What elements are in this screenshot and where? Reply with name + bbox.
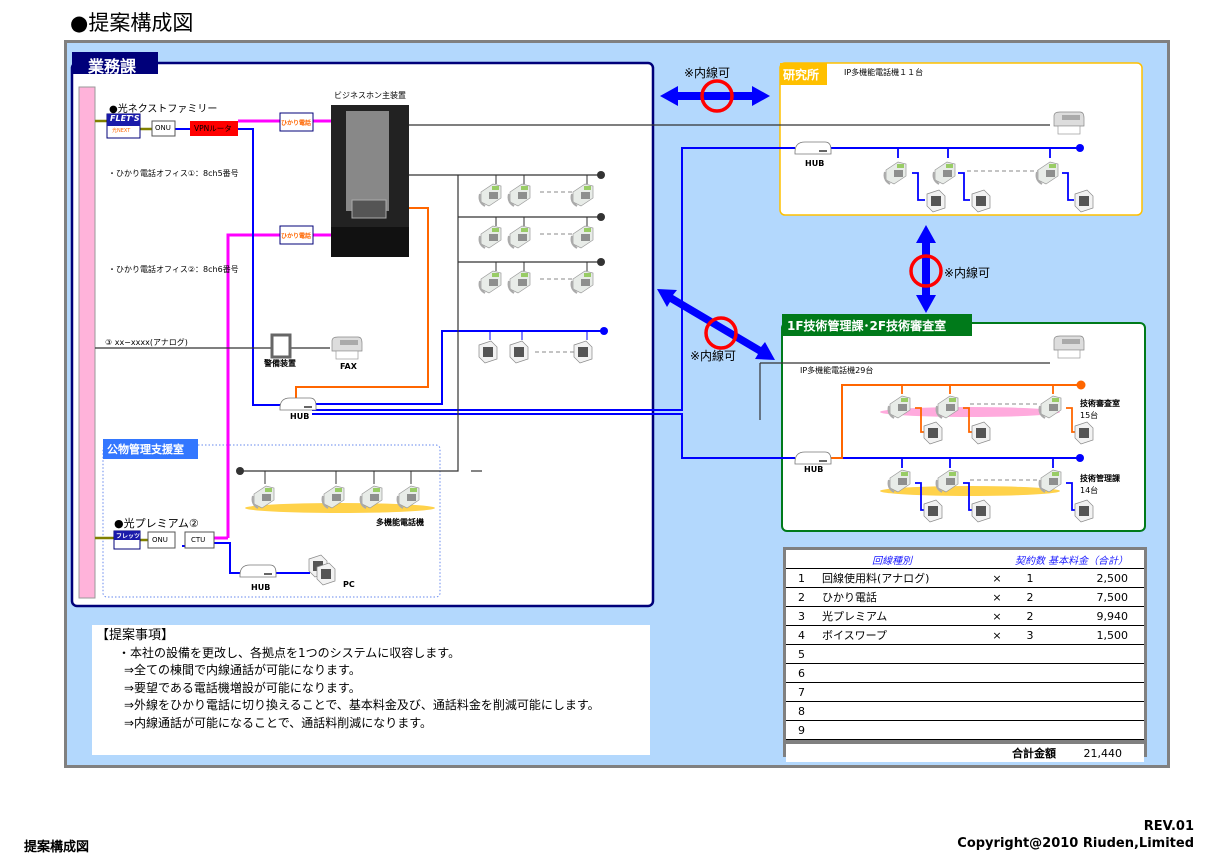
gyomu-site-title: 業務課 — [88, 57, 137, 76]
koubutsu-onu: ONU — [152, 536, 168, 544]
total-label: 合計金額 — [1012, 747, 1056, 760]
cell-x: × — [992, 571, 1002, 585]
header-type: 回線種別 — [872, 555, 912, 567]
vpn-router: VPNルータ — [194, 124, 232, 133]
multi-phone-label: 多機能電話機 — [376, 518, 424, 527]
cell-no: 1 — [798, 571, 805, 585]
koubutsu-site-title: 公物管理支援室 — [107, 443, 184, 456]
fee-table-row: 1 回線使用料(アナログ) × 1 2,500 — [786, 569, 1144, 588]
analog-line-label: ③ xx−xxxx(アナログ) — [105, 338, 188, 347]
hikari-office-2: ・ひかり電話オフィス②：8ch6番号 — [108, 265, 239, 274]
svg-text:ひかり電話: ひかり電話 — [281, 119, 311, 127]
cell-no: 5 — [798, 647, 805, 661]
cell-count: 1 — [1026, 571, 1034, 585]
gyomu-header — [72, 52, 158, 74]
gijutsu-site-title: 1F技術管理課･2F技術審査室 — [787, 319, 947, 333]
kanri-count: 14台 — [1080, 486, 1099, 495]
proposal-item: ⇒内線通話が可能になることで、通話料削減になります。 — [124, 715, 433, 730]
cell-fee: 9,940 — [1096, 609, 1129, 623]
flets-logo: FLET'S — [110, 114, 140, 123]
proposal-title: 【提案事項】 — [96, 628, 175, 643]
fee-table-row: 2 ひかり電話 × 2 7,500 — [786, 588, 1144, 607]
revision: REV.01 — [1143, 819, 1194, 834]
fee-table-row: 4 ボイスワープ × 3 1,500 — [786, 626, 1144, 645]
flets-premium-logo: フレッツ — [116, 533, 141, 540]
flets-next-logo: 光NEXT — [112, 128, 131, 134]
fee-table-row: 6 — [786, 664, 1144, 683]
fee-table-row: 5 — [786, 645, 1144, 664]
fee-table-row: 7 — [786, 683, 1144, 702]
cell-type: ひかり電話 — [822, 591, 877, 604]
cell-type: ボイスワープ — [822, 629, 888, 642]
onu-device: ONU — [155, 124, 171, 132]
kenkyu-site-title: 研究所 — [783, 68, 820, 82]
ctu-device: CTU — [191, 536, 206, 544]
cell-count: 2 — [1026, 590, 1034, 604]
total-value: 21,440 — [1083, 746, 1123, 760]
cell-fee: 1,500 — [1096, 628, 1129, 642]
proposal-item: ⇒要望である電話機増設が可能になります。 — [124, 680, 361, 695]
cell-no: 8 — [798, 704, 805, 718]
kenkyu-hub-label: HUB — [805, 159, 825, 168]
naisen-label-top: ※内線可 — [684, 66, 731, 80]
naisen-label-diagonal: ※内線可 — [690, 349, 737, 363]
cell-count: 3 — [1026, 628, 1034, 642]
business-phone-label: ビジネスホン主装置 — [334, 91, 406, 100]
gijutsu-hub-label: HUB — [804, 465, 824, 474]
cell-type: 光プレミアム — [822, 610, 888, 623]
fee-table-row: 9 — [786, 721, 1144, 740]
fee-table-row: 8 — [786, 702, 1144, 721]
copyright: Copyright@2010 Riuden,Limited — [957, 836, 1194, 851]
fax-label: FAX — [340, 362, 357, 371]
hikari-premium-label: ●光プレミアム② — [114, 517, 199, 530]
security-device-label: 警備装置 — [264, 359, 296, 368]
gyomu-hub-label: HUB — [290, 412, 310, 421]
proposal-item: ⇒全ての棟間で内線通話が可能になります。 — [124, 663, 361, 677]
proposal-box: 【提案事項】 ・本社の設備を更改し、各拠点を1つのシステムに収容します。 ⇒全て… — [92, 625, 650, 755]
cell-x: × — [992, 628, 1002, 642]
fee-table-header: 回線種別 契約数 基本料金（合計） — [786, 550, 1144, 569]
cell-x: × — [992, 590, 1002, 604]
koubutsu-hub-label: HUB — [251, 583, 271, 592]
cell-no: 6 — [798, 666, 805, 680]
header-fee: 基本料金（合計） — [1048, 555, 1128, 567]
kanri-label: 技術管理課 — [1080, 474, 1120, 483]
cell-no: 4 — [798, 628, 805, 642]
page-title: ●提案構成図 — [70, 11, 194, 35]
cell-no: 2 — [798, 590, 805, 604]
proposal-bullet: ・本社の設備を更改し、各拠点を1つのシステムに収容します。 — [118, 645, 461, 660]
naisen-circles — [700, 79, 943, 350]
cell-fee: 2,500 — [1096, 571, 1129, 585]
gijutsu-phones-count: IP多機能電話機29台 — [800, 366, 874, 375]
pc-label: PC — [343, 580, 355, 589]
naisen-label-right: ※内線可 — [944, 266, 991, 280]
cell-x: × — [992, 609, 1002, 623]
proposal-item: ⇒外線をひかり電話に切り換えることで、基本料金及び、通話料金を削減可能にします。 — [124, 698, 600, 712]
footer-info: REV.01 Copyright@2010 Riuden,Limited — [957, 818, 1194, 852]
business-phone-main-unit — [331, 105, 409, 257]
cell-no: 9 — [798, 723, 805, 737]
header-count: 契約数 — [1015, 555, 1045, 567]
cell-no: 3 — [798, 609, 805, 623]
fee-total-row: 合計金額 21,440 — [786, 744, 1144, 762]
footer-title: 提案構成図 — [24, 840, 90, 855]
shinsa-count: 15台 — [1080, 411, 1099, 420]
svg-text:ひかり電話: ひかり電話 — [281, 232, 311, 240]
cell-no: 7 — [798, 685, 805, 699]
hikari-office-1: ・ひかり電話オフィス①：8ch5番号 — [108, 169, 239, 178]
link-arrows — [657, 86, 936, 360]
fee-table: 回線種別 契約数 基本料金（合計） 1 回線使用料(アナログ) × 1 2,500 2 ひか… — [783, 547, 1147, 762]
fee-table-row: 3 光プレミアム × 2 9,940 — [786, 607, 1144, 626]
hikari-next-label: ●光ネクストファミリー — [109, 104, 218, 115]
shinsa-label: 技術審査室 — [1080, 399, 1120, 408]
incoming-line-bar — [78, 86, 96, 599]
cell-type: 回線使用料(アナログ) — [822, 572, 930, 585]
koubutsu-site-box — [102, 444, 441, 598]
cell-count: 2 — [1026, 609, 1034, 623]
cell-fee: 7,500 — [1096, 590, 1129, 604]
kenkyu-phones-count: IP多機能電話機１１台 — [844, 68, 924, 77]
